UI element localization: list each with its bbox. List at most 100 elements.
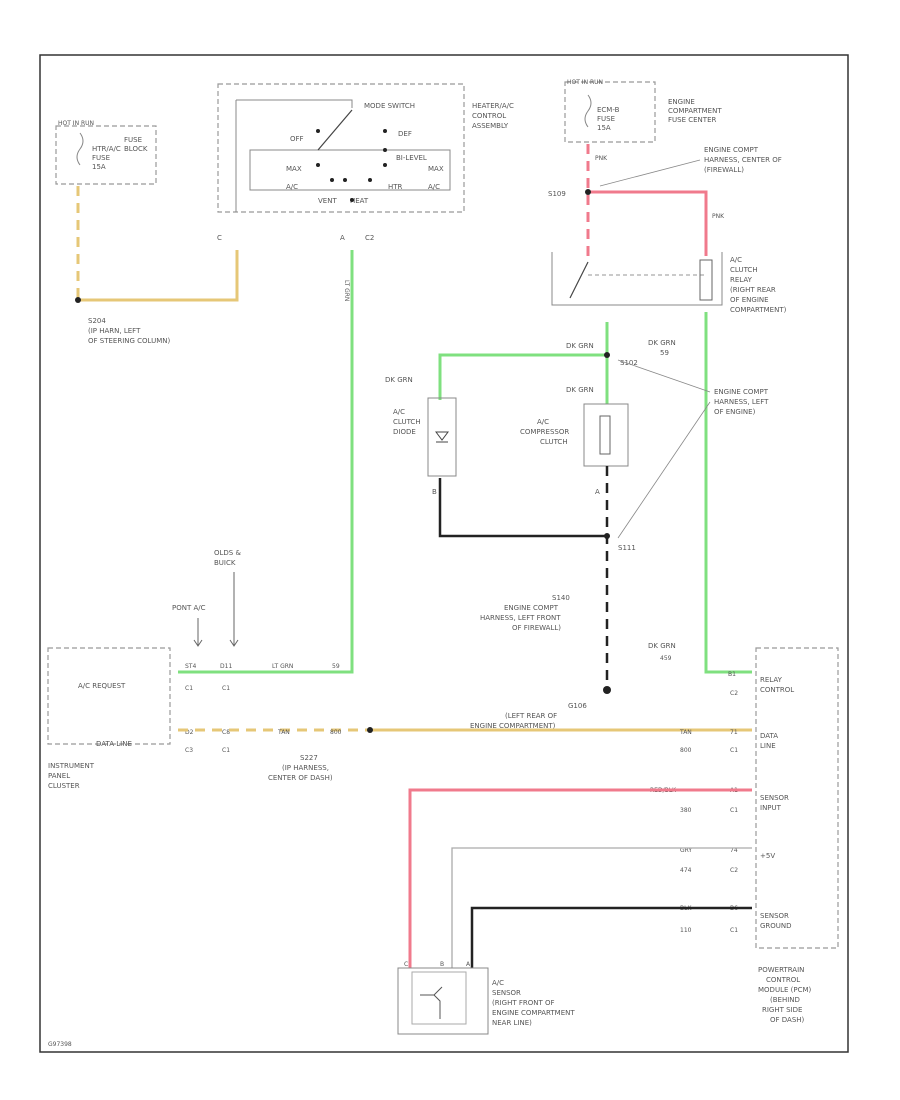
wire-dk-grn-3: [704, 312, 752, 674]
pcm-pin-2: 71: [730, 729, 738, 736]
diode-b-label: B: [432, 488, 437, 496]
pcm-conn-c1c: C1: [730, 927, 738, 934]
relay-contact-icon: [569, 261, 589, 299]
sensor-switch-icon: [420, 986, 443, 1019]
pcm-label-4: (BEHIND: [770, 996, 800, 1004]
pcm-474-label: 474: [680, 867, 692, 874]
pcm-label-2: CONTROL: [766, 976, 800, 984]
sensor-pin-b: B: [440, 961, 444, 968]
splice-s111-dot: [604, 533, 610, 539]
g106-label: G106: [568, 702, 587, 710]
switch-bilevel-label: BI-LEVEL: [396, 154, 427, 162]
olds-buick-label: OLDS &: [214, 549, 241, 557]
hot-run-label-1: HOT IN RUN: [58, 120, 94, 127]
conn-a-label: A: [340, 234, 345, 242]
dk-grn-label-1: DK GRN: [566, 342, 594, 350]
ecm-fuse-label: ECM-B: [597, 106, 620, 114]
switch-ac2-label: A/C: [428, 183, 440, 191]
hot-run-label-2: HOT IN RUN: [567, 79, 603, 86]
pin-a-label: ST4: [185, 663, 196, 670]
efl-label-2: HARNESS, LEFT FRONT: [480, 614, 561, 622]
wire-lt-grn-label: LT GRN: [343, 280, 350, 301]
switch-max-ac-label: MAX: [428, 165, 444, 173]
splice-s109-label: S109: [548, 190, 566, 198]
fuse-symbol-icon: [584, 94, 592, 128]
comp-label-1: A/C: [537, 418, 549, 426]
sensor-pin-a: A: [466, 961, 471, 968]
ecmh-label-2: HARNESS, CENTER OF: [704, 156, 782, 164]
ac-compressor-clutch: A/C COMPRESSOR CLUTCH A: [520, 403, 629, 496]
engine-fuse-center: HOT IN RUN ECM-B FUSE 15A ENGINE COMPART…: [564, 79, 722, 143]
wire-gry: [451, 847, 752, 968]
conn-c1-label: C1: [185, 685, 193, 692]
s111-label: S111: [618, 544, 636, 552]
switch-htr-label: HTR: [388, 183, 403, 191]
wire-blk-diode: [438, 478, 607, 538]
switch-heat-label: HEAT: [350, 197, 369, 205]
olds-buick-label-2: BUICK: [214, 559, 236, 567]
g106-label-1: (LEFT REAR OF: [505, 712, 557, 720]
pcm-label-1: POWERTRAIN: [758, 966, 804, 974]
pcm-relay-label-1: RELAY: [760, 676, 783, 684]
splice-s109-dot: [585, 189, 591, 195]
powertrain-control-module: RELAY CONTROL DATA LINE SENSOR INPUT +5V…: [648, 642, 839, 1024]
conn-c1-label-3: C1: [222, 747, 230, 754]
ac-clutch-diode: A/C CLUTCH DIODE B: [393, 397, 457, 496]
conn-c2-label: C2: [365, 234, 374, 242]
switch-vent-label: VENT: [318, 197, 337, 205]
ipc-label-1: INSTRUMENT: [48, 762, 95, 770]
pcm-label-5: RIGHT SIDE: [762, 1006, 802, 1014]
pont-ac-label: PONT A/C: [172, 604, 206, 612]
relay-coil-icon: [699, 259, 713, 301]
switch-ac-label: A/C: [286, 183, 298, 191]
pcm-sg-label-2: GROUND: [760, 922, 792, 930]
switch-max-label: MAX: [286, 165, 302, 173]
relay-label-3: RELAY: [730, 276, 753, 284]
hvac-ctrl-label-2: CONTROL: [472, 112, 506, 120]
pcm-label-3: MODULE (PCM): [758, 986, 811, 994]
wire-dk-grn-2: [438, 353, 607, 400]
conn-c-label: C: [217, 234, 222, 242]
pcm-5v-label: +5V: [760, 852, 775, 860]
sensor-label-1: A/C: [492, 979, 504, 987]
pcm-conn-c1: C1: [730, 747, 738, 754]
pcm-relay-label-2: CONTROL: [760, 686, 794, 694]
wire-tan-label: TAN: [277, 729, 290, 736]
hvac-fuse-amp: 15A: [92, 163, 106, 171]
pcm-110-label: 110: [680, 927, 692, 934]
s204-label: S204: [88, 317, 106, 325]
pcm-data-label-1: DATA: [760, 732, 778, 740]
hvac-fuse-label: HTR/A/C: [92, 145, 121, 153]
ecm-fuse-amp: 15A: [597, 124, 611, 132]
pcm-label-6: OF DASH): [770, 1016, 805, 1024]
ecl-label-3: OF ENGINE): [714, 408, 756, 416]
sensor-label-3: (RIGHT FRONT OF: [492, 999, 555, 1007]
sensor-label-5: NEAR LINE): [492, 1019, 532, 1027]
hvac-fuse-label-2: FUSE: [92, 154, 110, 162]
s227-label-1: (IP HARNESS,: [282, 764, 329, 772]
pcm-dk-grn-label: DK GRN: [648, 642, 676, 650]
sensor-label-4: ENGINE COMPARTMENT: [492, 1009, 575, 1017]
figure-id: G97398: [48, 1041, 72, 1048]
s204-label-2: OF STEERING COLUMN): [88, 337, 170, 345]
pcm-sensor-label-1: SENSOR: [760, 794, 789, 802]
fuse-block-left: HOT IN RUN HTR/A/C FUSE 15A FUSE BLOCK: [55, 120, 157, 185]
s227-label: S227: [300, 754, 318, 762]
hvac-ctrl-label-1: HEATER/A/C: [472, 102, 514, 110]
conn-c3-label: C3: [185, 747, 193, 754]
ac-clutch-relay: A/C CLUTCH RELAY (RIGHT REAR OF ENGINE C…: [551, 252, 787, 314]
diode-icon: [435, 431, 449, 443]
relay-label-4: (RIGHT REAR: [730, 286, 776, 294]
s227-label-2: CENTER OF DASH): [268, 774, 333, 782]
splice-s102-dot: [604, 352, 610, 358]
relay-label-6: COMPARTMENT): [730, 306, 787, 314]
wire-pnk: [588, 190, 708, 256]
ipc-label-2: PANEL: [48, 772, 70, 780]
pcm-conn-c2: C2: [730, 690, 738, 697]
pcm-data-label-2: LINE: [760, 742, 776, 750]
wire-blk-sensor: [470, 906, 752, 968]
sensor-pin-c: C: [404, 961, 408, 968]
pcm-459-label: 459: [660, 655, 672, 662]
diagram-border: [39, 54, 849, 1053]
dk-grn-label-4: DK GRN: [566, 386, 594, 394]
